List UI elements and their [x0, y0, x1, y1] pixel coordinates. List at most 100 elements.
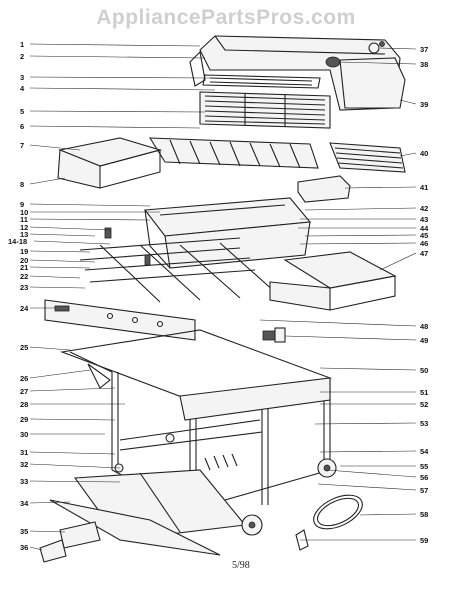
flavorizer-bars — [148, 137, 319, 169]
callout-leader — [379, 252, 417, 271]
callout-leader — [29, 76, 211, 79]
warming-rack — [202, 74, 321, 89]
callout-leader — [29, 266, 91, 269]
callout-leader — [359, 513, 417, 516]
lower-tray — [39, 499, 221, 563]
callout-label: 42 — [420, 204, 428, 213]
callout-leader — [29, 418, 116, 421]
gas-hose — [295, 494, 363, 551]
callout-leader — [326, 469, 417, 478]
callout-leader — [29, 387, 116, 392]
callout-leader — [317, 483, 417, 491]
callout-leader — [29, 177, 66, 185]
callout-leader — [399, 99, 417, 105]
control-panel — [44, 299, 196, 341]
callout-label: 3 — [20, 73, 24, 82]
side-grate — [329, 142, 406, 173]
callout-leader — [29, 87, 216, 91]
callout-leader — [29, 233, 96, 237]
callout-leader — [399, 152, 417, 157]
callout-label: 2 — [20, 52, 24, 61]
callout-label: 26 — [20, 374, 28, 383]
left-side-shelf — [57, 137, 163, 189]
callout-label: 28 — [20, 400, 28, 409]
callout-leader — [29, 125, 201, 129]
callout-label: 7 — [20, 141, 24, 150]
callout-leader — [29, 501, 71, 504]
callout-layer: 1234567891011121314-18192021222324252627… — [8, 40, 429, 552]
callout-label: 19 — [20, 247, 28, 256]
callout-label: 6 — [20, 122, 24, 131]
callout-leader — [33, 240, 111, 245]
callout-label: 9 — [20, 200, 24, 209]
callout-label: 36 — [20, 543, 28, 552]
tool-hooks — [204, 453, 238, 471]
callout-leader — [29, 546, 43, 551]
callout-label: 58 — [420, 510, 428, 519]
callout-leader — [337, 61, 417, 65]
callout-label: 43 — [420, 215, 428, 224]
callout-label: 47 — [420, 249, 428, 258]
callout-leader — [379, 47, 417, 50]
callout-label: 56 — [420, 473, 428, 482]
callout-label: 27 — [20, 387, 28, 396]
callout-label: 57 — [420, 486, 428, 495]
right-side-shelf — [269, 251, 397, 311]
callout-label: 45 — [420, 231, 428, 240]
callout-label: 52 — [420, 400, 428, 409]
callout-leader — [29, 259, 96, 263]
callout-label: 55 — [420, 462, 428, 471]
callout-leader — [304, 234, 417, 237]
callout-label: 13 — [20, 230, 28, 239]
callout-leader — [29, 110, 206, 113]
callout-label: 34 — [20, 499, 29, 508]
callout-leader — [344, 186, 417, 189]
callout-label: 44 — [420, 224, 429, 233]
callout-leader — [319, 367, 417, 371]
callout-label: 1 — [20, 40, 24, 49]
callout-label: 48 — [420, 322, 428, 331]
callout-leader — [29, 226, 111, 231]
callout-leader — [29, 480, 121, 483]
page-number: 5/98 — [232, 560, 250, 571]
callout-label: 37 — [420, 45, 428, 54]
callout-leader — [29, 286, 86, 289]
callout-leader — [29, 218, 151, 221]
callout-label: 25 — [20, 343, 28, 352]
cookbox — [143, 197, 312, 269]
callout-label: 24 — [20, 304, 29, 313]
callout-label: 20 — [20, 256, 28, 265]
callout-label: 49 — [420, 336, 428, 345]
callout-label: 41 — [420, 183, 428, 192]
callout-leader — [299, 242, 417, 245]
grill-lid — [189, 35, 406, 111]
callout-leader — [29, 55, 206, 59]
callout-leader — [29, 275, 81, 279]
callout-leader — [29, 530, 66, 533]
tray — [297, 175, 351, 203]
callout-label: 11 — [20, 215, 28, 224]
callout-leader — [29, 369, 91, 379]
callout-leader — [29, 346, 71, 351]
callout-label: 46 — [420, 239, 428, 248]
callout-label: 23 — [20, 283, 28, 292]
callout-label: 8 — [20, 180, 24, 189]
callout-label: 51 — [420, 388, 428, 397]
callout-label: 32 — [20, 460, 28, 469]
callout-label: 5 — [20, 107, 24, 116]
callout-label: 21 — [20, 263, 28, 272]
callout-label: 10 — [20, 208, 28, 217]
callout-label: 39 — [420, 100, 428, 109]
callout-label: 30 — [20, 430, 28, 439]
knob — [262, 327, 286, 343]
callout-leader — [29, 250, 91, 253]
callout-label: 38 — [420, 60, 428, 69]
callout-leader — [29, 451, 116, 455]
callout-label: 50 — [420, 366, 428, 375]
callout-leader — [319, 450, 417, 453]
callout-leader — [29, 463, 121, 469]
callout-leader — [29, 144, 81, 151]
callout-label: 35 — [20, 527, 28, 536]
